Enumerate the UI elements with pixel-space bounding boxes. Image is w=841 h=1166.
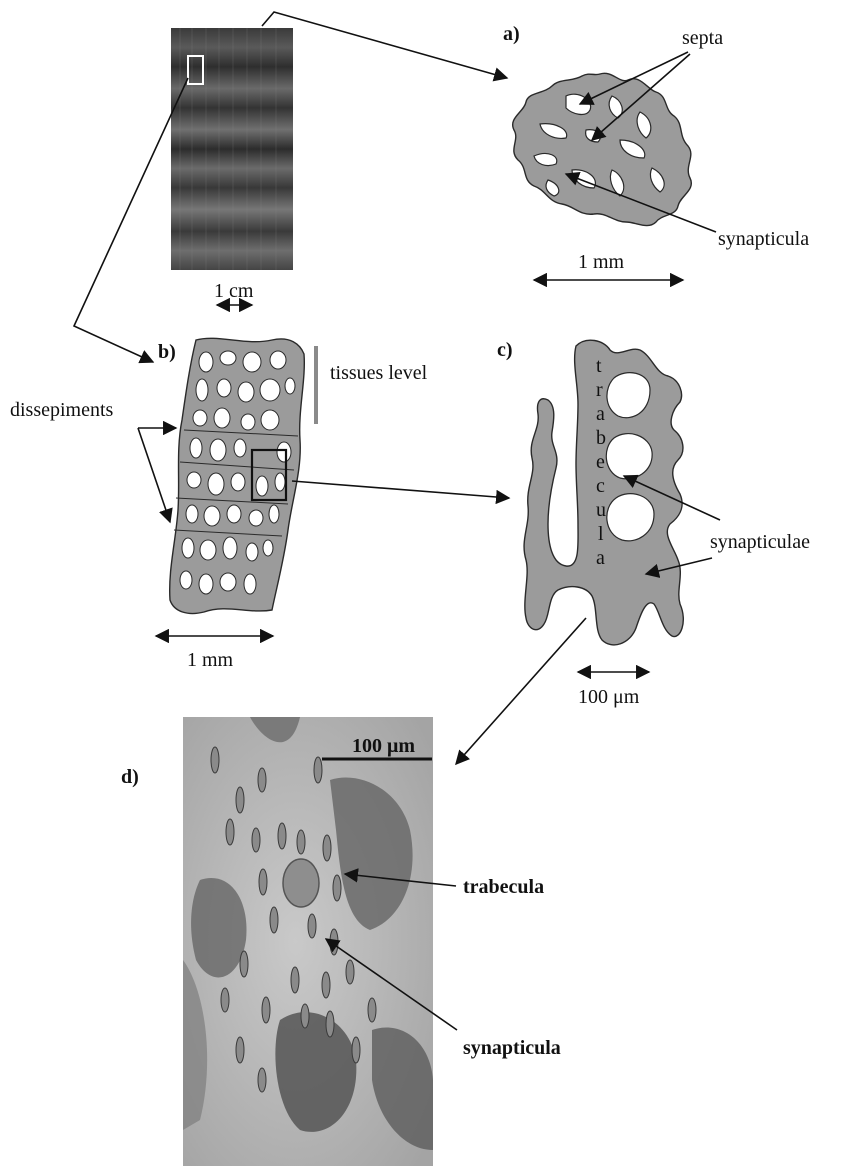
core-photo (171, 28, 293, 270)
panel-c: c) t r a b e c u l a synapticulae 100 μm (456, 339, 810, 764)
panel-b: b) tissues level dissepiments 1 mm (10, 338, 509, 671)
panel-c-scale-label: 100 μm (578, 686, 640, 708)
dissepiments-pointer-arrow (138, 428, 170, 522)
trabecula-letter: c (596, 475, 605, 497)
connector-to-a-arrow (262, 12, 507, 78)
trabecula-letter: t (596, 355, 602, 377)
panel-d: d) 100 μm trabecula synapticula (121, 717, 561, 1166)
panel-d-letter: d) (121, 766, 139, 788)
trabecula-letter: b (596, 427, 606, 449)
core-scale: 1 cm (214, 280, 254, 305)
panel-a-synapticula-label: synapticula (718, 228, 809, 250)
core-scale-label: 1 cm (214, 280, 254, 302)
panel-c-letter: c) (497, 339, 513, 361)
panel-a-scale-label: 1 mm (578, 251, 625, 273)
panel-c-hole (606, 434, 652, 479)
panel-d-scale-label: 100 μm (352, 735, 415, 757)
trabecula-letter: a (596, 547, 605, 569)
trabecula-letter: r (596, 379, 603, 401)
trabecula-letter: a (596, 403, 605, 425)
panel-a: a) septa synapticula 1 mm (503, 23, 809, 280)
trabecula-letter: u (596, 499, 606, 521)
trabecula-letter: l (598, 523, 604, 545)
panel-b-dissepiments-label: dissepiments (10, 399, 114, 421)
panel-a-cross-section (513, 73, 692, 225)
panel-a-letter: a) (503, 23, 520, 45)
panel-b-letter: b) (158, 341, 176, 363)
panel-a-septa-label: septa (682, 27, 723, 49)
connector-to-b-arrow (74, 78, 188, 362)
trabecula-letter: e (596, 451, 605, 473)
panel-d-trabecula-label: trabecula (463, 876, 544, 898)
panel-c-synapticulae-label: synapticulae (710, 531, 810, 553)
panel-b-scale-label: 1 mm (187, 649, 234, 671)
connector-c-to-d-arrow (456, 618, 586, 764)
panel-d-synapticula-label: synapticula (463, 1037, 561, 1059)
panel-b-tissues-level-label: tissues level (330, 362, 428, 384)
connector-b-to-c-arrow (292, 481, 509, 498)
